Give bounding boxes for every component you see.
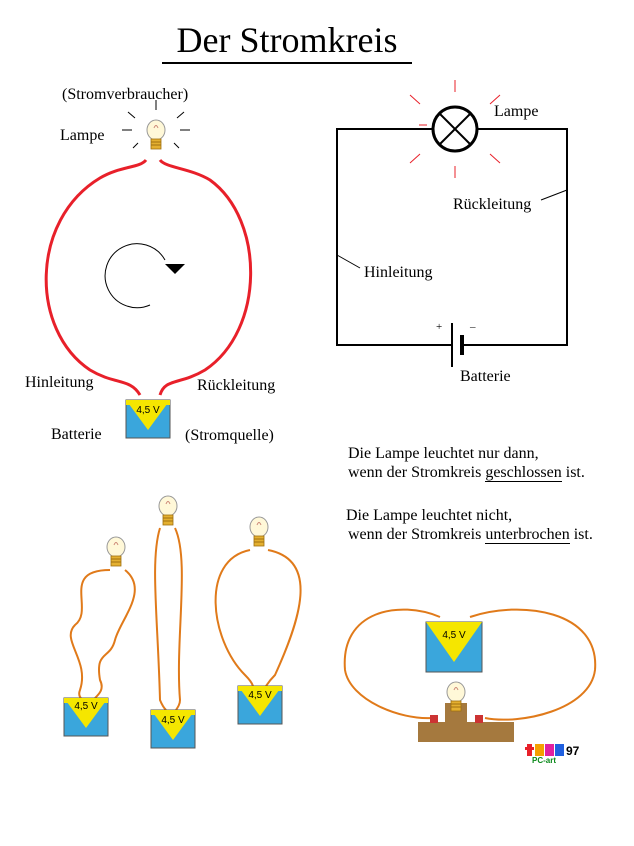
statement-open-line1: Die Lampe leuchtet nicht,	[346, 507, 513, 524]
circuit-illustrations	[69, 527, 597, 742]
svg-text:4,5 V: 4,5 V	[248, 690, 272, 701]
battery-icons: 4,5 V 4,5 V 4,5 V 4,5 V	[63, 621, 483, 749]
current-direction-arrow-icon	[104, 243, 166, 309]
minus-sign: –	[470, 321, 476, 333]
page-title: Der Stromkreis	[162, 22, 412, 64]
statement-closed-line1: Die Lampe leuchtet nur dann,	[348, 445, 539, 462]
circuit-schematic	[336, 80, 568, 367]
label-feed-line: Hinleitung	[25, 374, 94, 391]
label-lamp: Lampe	[60, 127, 105, 144]
svg-text:PC-art: PC-art	[532, 756, 556, 765]
pc-art-logo: 97 PC-art	[525, 744, 580, 765]
label-source: (Stromquelle)	[185, 427, 274, 444]
schematic-label-lamp: Lampe	[494, 103, 539, 120]
label-consumer: (Stromverbraucher)	[62, 86, 189, 103]
plus-sign: +	[436, 321, 443, 333]
svg-text:4,5 V: 4,5 V	[442, 630, 466, 641]
light-rays-icon	[122, 100, 190, 149]
svg-text:97: 97	[566, 744, 580, 758]
schematic-label-return: Rückleitung	[453, 196, 532, 213]
lamp-icon	[146, 119, 166, 150]
svg-text:4,5 V: 4,5 V	[136, 405, 160, 416]
statement-open-line2: wenn der Stromkreis unterbrochen ist.	[348, 526, 593, 544]
label-return-line: Rückleitung	[197, 377, 276, 394]
schematic-label-feed: Hinleitung	[364, 264, 433, 281]
statement-closed-line2: wenn der Stromkreis geschlossen ist.	[348, 464, 585, 482]
label-battery: Batterie	[51, 426, 102, 443]
left-circuit: 4,5 V	[44, 100, 253, 439]
svg-text:4,5 V: 4,5 V	[74, 701, 98, 712]
battery-icon: 4,5 V	[125, 399, 171, 439]
svg-text:4,5 V: 4,5 V	[161, 715, 185, 726]
schematic-label-battery: Batterie	[460, 368, 511, 385]
